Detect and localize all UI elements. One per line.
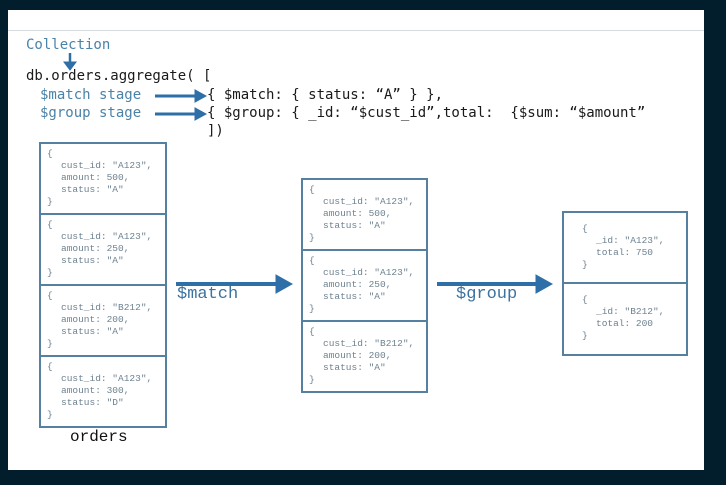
slide-panel: [8, 10, 704, 470]
match-arrow-icon: [176, 274, 294, 294]
closing-bracket: ]): [207, 123, 224, 139]
group-stage-code: { $group: { _id: “$cust_id”,total: {$sum…: [207, 105, 646, 121]
match-stage-code: { $match: { status: “A” } },: [207, 87, 444, 103]
document: {cust_id: "A123",amount: 500,status: "A"…: [41, 144, 165, 215]
document: {_id: "A123",total: 750}: [564, 213, 686, 284]
orders-label: orders: [70, 428, 128, 446]
document: {cust_id: "A123",amount: 250,status: "A"…: [41, 215, 165, 286]
document: {cust_id: "B212",amount: 200,status: "A"…: [41, 286, 165, 357]
group-stage-arrow-icon: [155, 107, 208, 121]
group-arrow-icon: [437, 274, 554, 294]
matched-documents-box: {cust_id: "A123",amount: 500,status: "A"…: [301, 178, 428, 393]
match-stage-label: $match stage: [40, 87, 142, 103]
match-arrow-label: $match: [177, 285, 239, 304]
orders-collection-box: {cust_id: "A123",amount: 500,status: "A"…: [39, 142, 167, 428]
group-arrow-label: $group: [456, 285, 518, 304]
document: {cust_id: "A123",amount: 300,status: "D"…: [47, 361, 153, 420]
document: {cust_id: "B212",amount: 200,status: "A"…: [309, 326, 415, 385]
collection-label: Collection: [26, 37, 111, 53]
match-stage-arrow-icon: [155, 89, 208, 103]
grouped-results-box: {_id: "A123",total: 750} {_id: "B212",to…: [562, 211, 688, 356]
group-stage-label: $group stage: [40, 105, 142, 121]
divider: [8, 30, 704, 31]
document: {cust_id: "A123",amount: 250,status: "A"…: [303, 251, 426, 322]
collection-arrow-icon: [63, 53, 77, 71]
aggregate-call: db.orders.aggregate( [: [26, 68, 212, 84]
document: {cust_id: "A123",amount: 500,status: "A"…: [303, 180, 426, 251]
document: {_id: "B212",total: 200}: [582, 294, 665, 341]
